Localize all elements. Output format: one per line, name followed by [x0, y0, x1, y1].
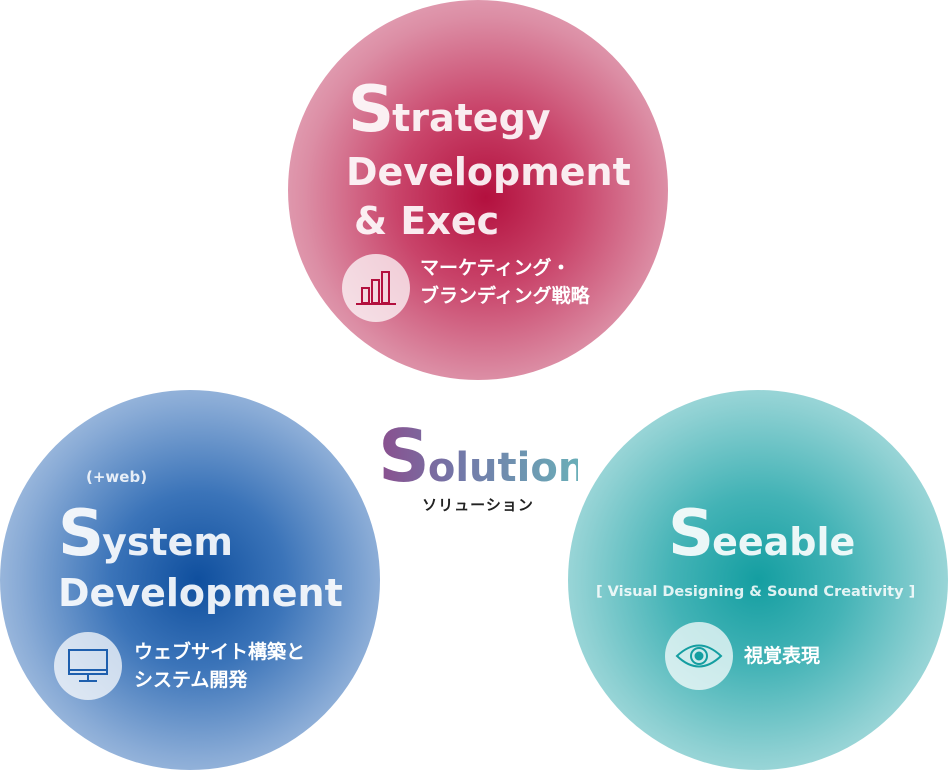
strategy-label: マーケティング・ ブランディング戦略 — [420, 257, 590, 307]
strategy-title: Strategy — [348, 73, 551, 147]
system-title-line2: Development — [58, 571, 343, 615]
system-title: System — [58, 497, 234, 571]
strategy-title-line2: Development — [346, 150, 631, 194]
strategy-title-line3: & Exec — [354, 199, 500, 243]
seeable-subtitle: [ Visual Designing & Sound Creativity ] — [596, 584, 916, 600]
system-label: ウェブサイト構築と システム開発 — [134, 641, 306, 691]
eye-icon — [665, 622, 733, 690]
seeable-circle: Seeable [ Visual Designing & Sound Creat… — [568, 390, 948, 770]
strategy-circle: Strategy Development & Exec マーケティング・ ブラン… — [288, 0, 668, 380]
center-solution: Solution ソリューション — [378, 420, 578, 515]
system-circle: (+web) System Development ウェブサイト構築と システム… — [0, 390, 380, 770]
bar-chart-icon — [342, 254, 410, 322]
monitor-icon — [54, 632, 122, 700]
center-subtitle: ソリューション — [422, 496, 534, 514]
system-prefix: (+web) — [86, 468, 148, 486]
seeable-label: 視覚表現 — [744, 645, 821, 667]
center-title: Solution — [378, 414, 587, 498]
seeable-title: Seeable — [668, 497, 856, 571]
